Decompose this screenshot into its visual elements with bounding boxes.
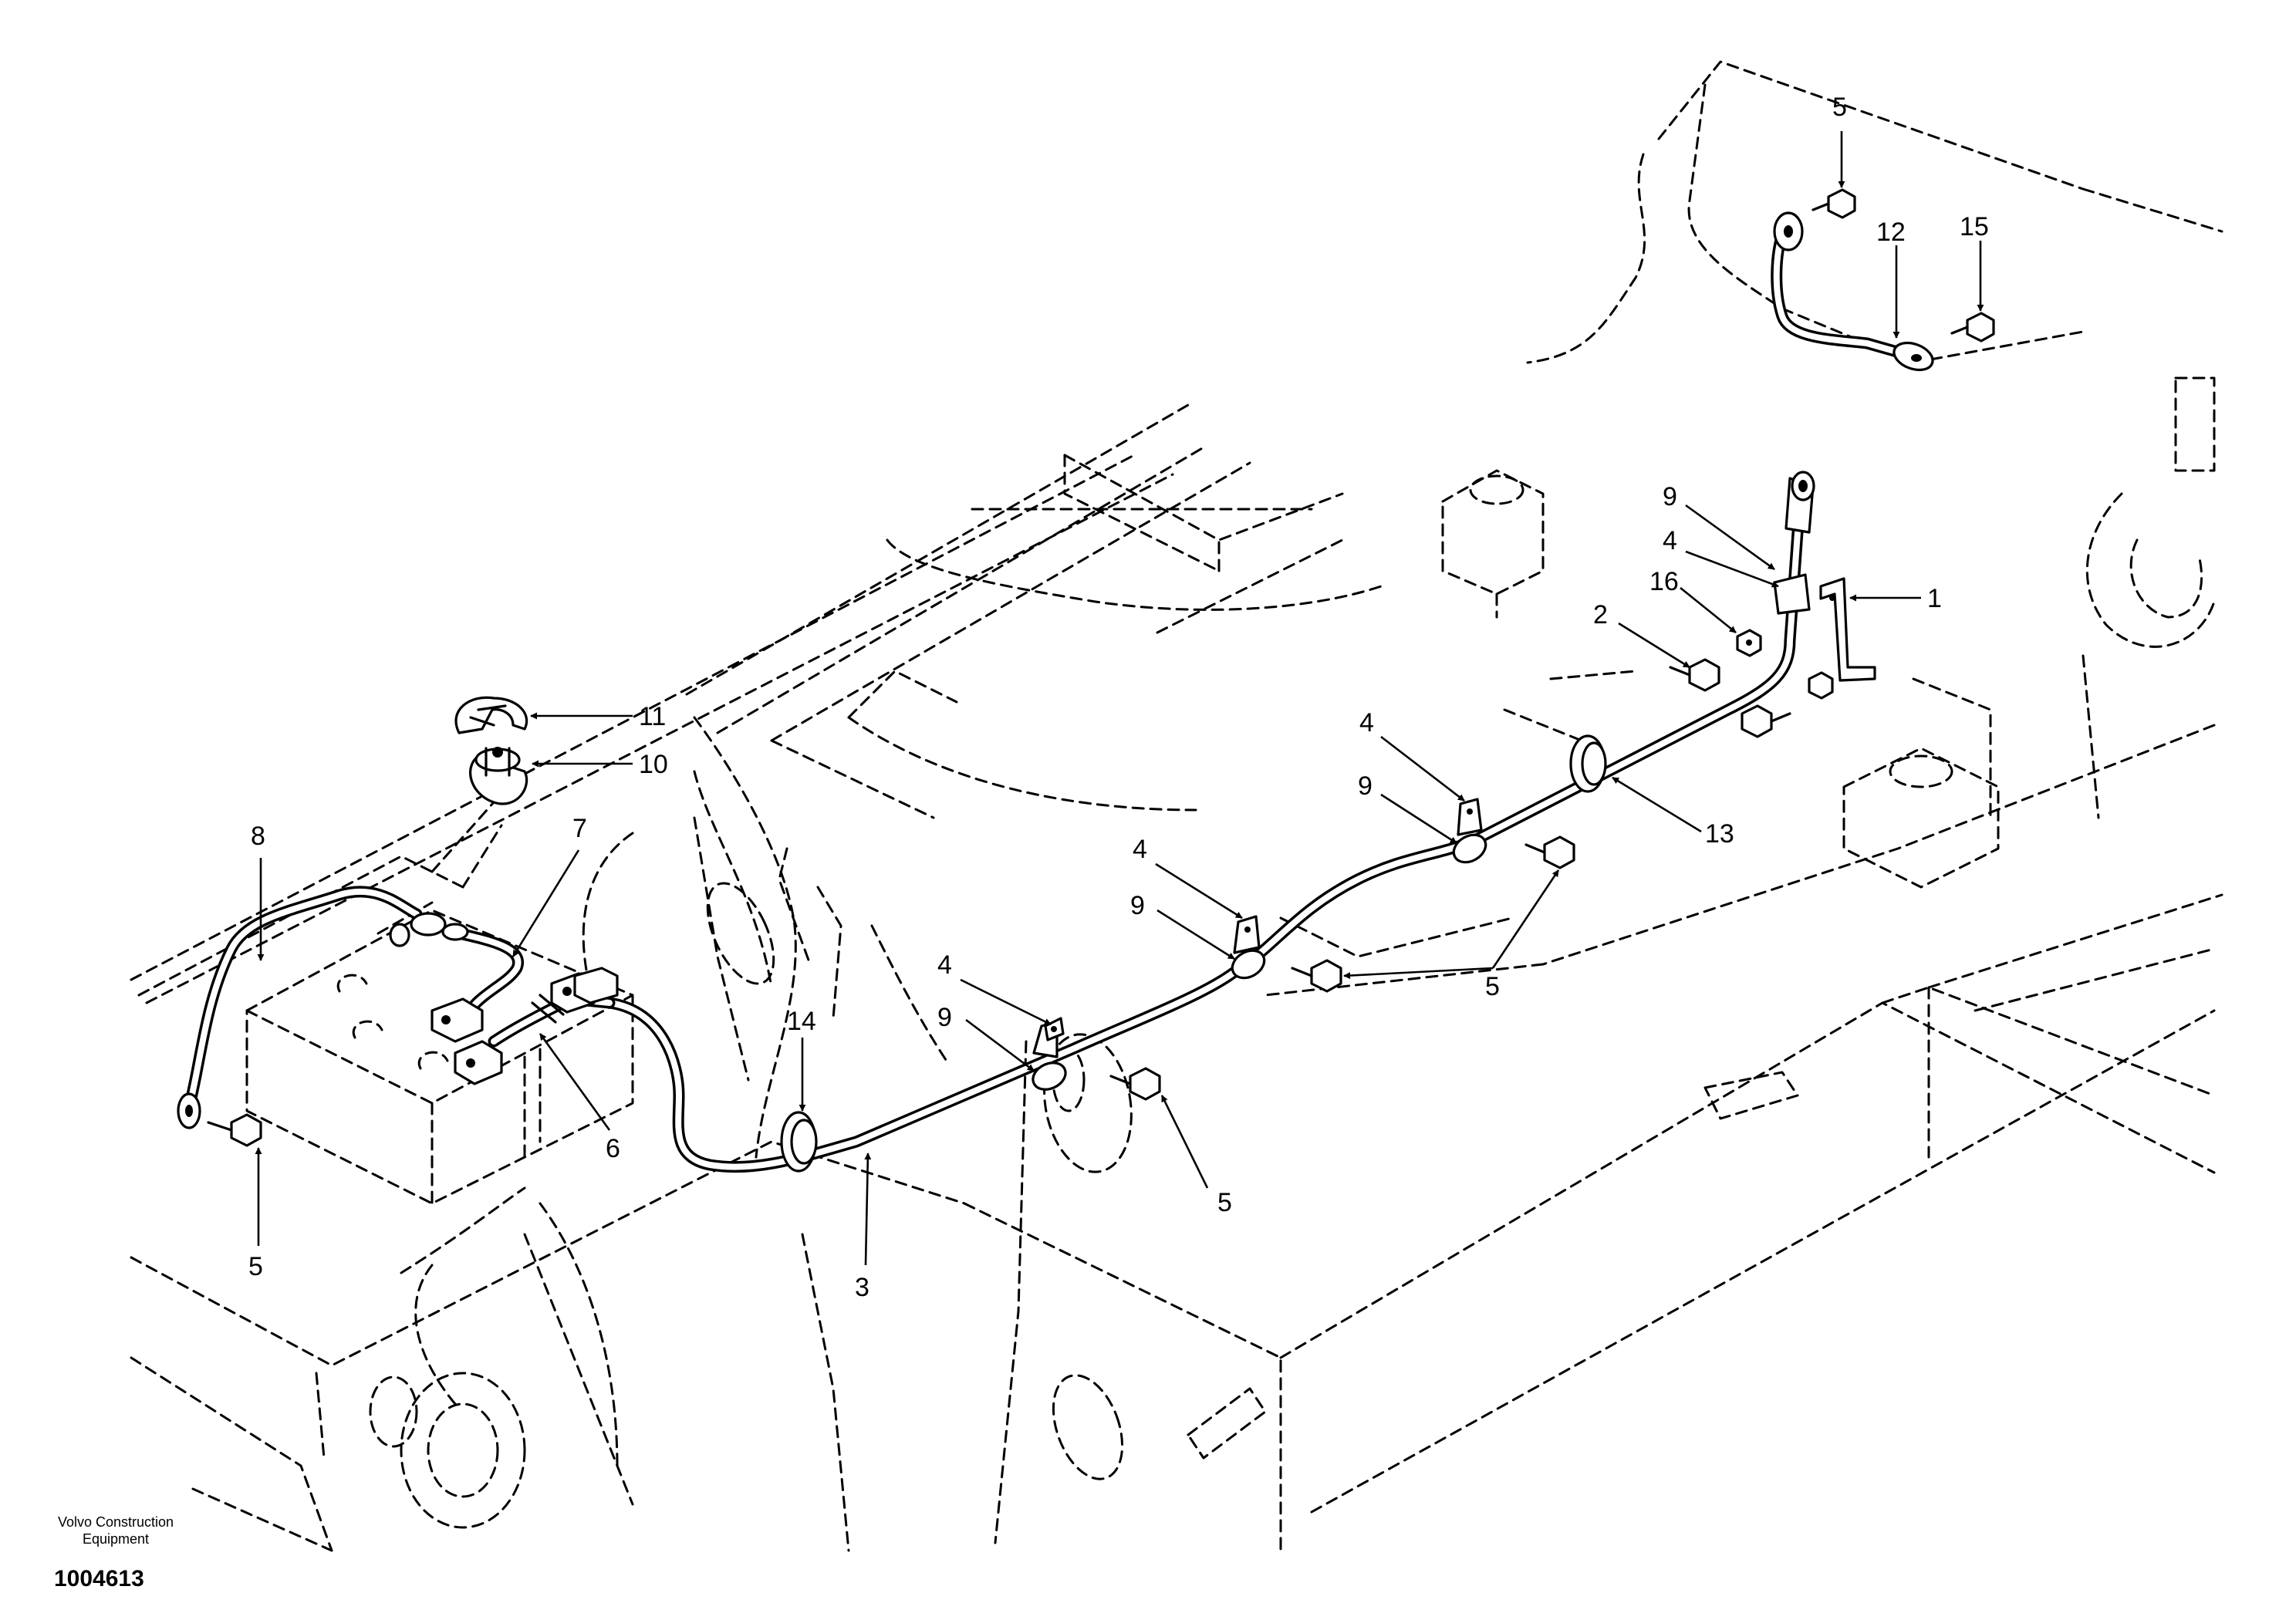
- bolt-15: [1950, 312, 1995, 343]
- callout-4: 4: [937, 950, 952, 980]
- grommet-14: [780, 1111, 818, 1173]
- callout-1: 1: [1927, 584, 1942, 613]
- leader-lines: [255, 131, 1984, 1266]
- callout-8: 8: [251, 822, 265, 851]
- callout-9: 9: [937, 1003, 952, 1032]
- company-caption: Volvo Construction Equipment: [31, 1514, 201, 1547]
- ground-strap-12: [1771, 211, 1934, 372]
- callout-15: 15: [1960, 212, 1989, 241]
- machine-frame-outline: [130, 60, 2223, 1552]
- callout-16: 16: [1649, 567, 1679, 596]
- battery-terminals: [430, 967, 619, 1085]
- bolt-clamp-1: [1109, 1067, 1161, 1101]
- bolt-strap-top: [1811, 188, 1856, 219]
- cable-7: [441, 923, 524, 1032]
- battery-switch-10: [469, 747, 528, 805]
- company-line-2: Equipment: [82, 1531, 150, 1547]
- callout-11: 11: [639, 702, 666, 731]
- callout-5: 5: [1217, 1188, 1232, 1217]
- cable-8: [177, 886, 447, 1129]
- battery-main-cable: [603, 471, 1815, 1173]
- callout-2: 2: [1593, 600, 1608, 629]
- clamp-1: [1032, 1017, 1067, 1091]
- switch-cover-11: [454, 696, 528, 734]
- clamp-4: [1773, 573, 1811, 615]
- callout-4: 4: [1133, 835, 1147, 864]
- bracket-1: [1819, 577, 1876, 682]
- callout-9: 9: [1130, 891, 1145, 920]
- callout-5: 5: [248, 1252, 263, 1281]
- clamp-2: [1231, 915, 1266, 980]
- callout-9: 9: [1358, 771, 1373, 801]
- callout-4: 4: [1663, 526, 1677, 555]
- callout-5: 5: [1832, 93, 1847, 122]
- clamp-3: [1452, 798, 1487, 864]
- bolt-clamp-2: [1291, 959, 1342, 993]
- bolt-2: [1669, 658, 1720, 692]
- bolt-clamp-3: [1524, 835, 1575, 869]
- nut-16: [1736, 629, 1762, 657]
- callout-10: 10: [639, 750, 668, 779]
- callout-12: 12: [1876, 218, 1906, 247]
- callout-13: 13: [1705, 819, 1734, 849]
- callout-labels: 1 2 3 4 4 4 4 5 5 5 5 6 7 8 9 9 9 9 10 1…: [248, 93, 1989, 1302]
- figure-number: 1004613: [54, 1566, 144, 1591]
- bolt-lower-bracket: [1741, 704, 1791, 738]
- company-line-1: Volvo Construction: [57, 1514, 174, 1530]
- callout-14: 14: [787, 1007, 816, 1036]
- callout-4: 4: [1359, 708, 1374, 737]
- grommet-13: [1569, 734, 1607, 793]
- callout-9: 9: [1663, 482, 1677, 511]
- callout-7: 7: [572, 814, 587, 843]
- bolt-battery: [207, 1113, 262, 1147]
- callout-5: 5: [1485, 972, 1500, 1001]
- nut-lower: [1808, 671, 1834, 700]
- callout-3: 3: [855, 1273, 869, 1302]
- callout-6: 6: [606, 1134, 620, 1163]
